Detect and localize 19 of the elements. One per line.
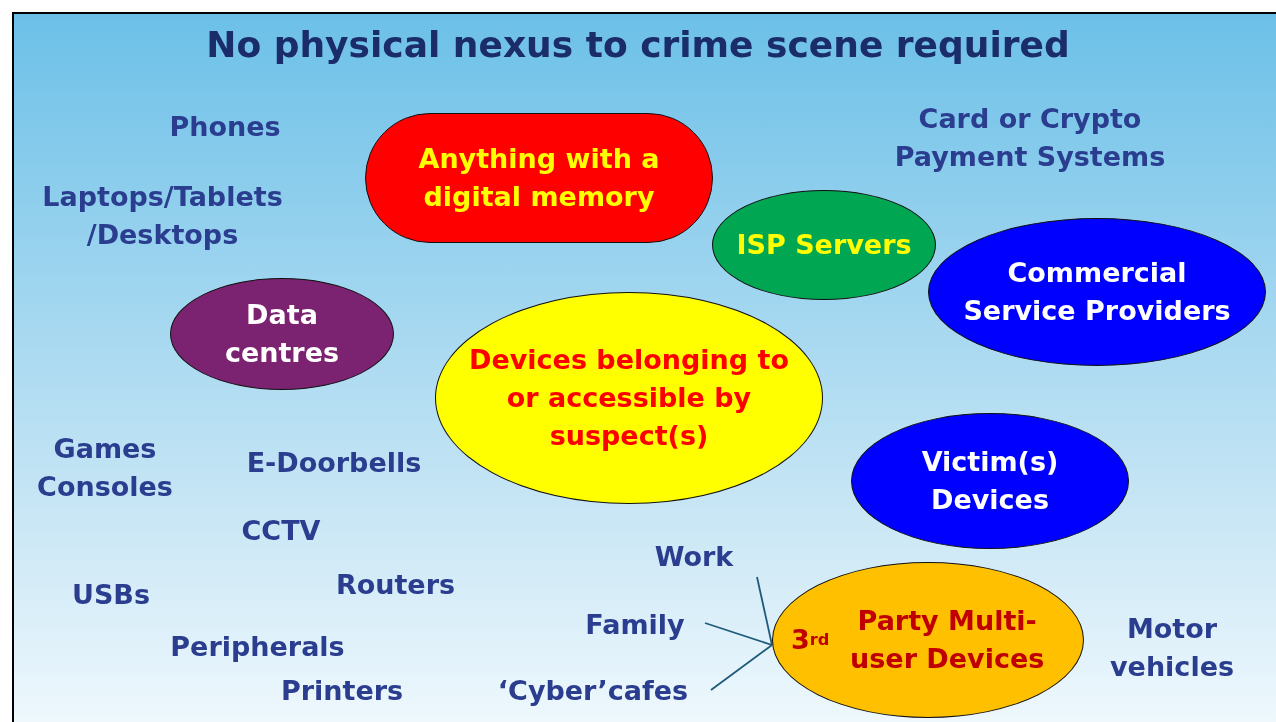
node-label: Family — [575, 606, 695, 644]
device-label: Phones — [168, 110, 282, 144]
device-label: Peripherals — [169, 630, 346, 664]
device-label: Laptops/Tablets /Desktops — [41, 180, 284, 252]
connector-line — [704, 622, 773, 646]
rounded-node: Anything with a digital memory — [365, 113, 713, 243]
node-label: Work — [646, 538, 742, 576]
device-label: Games Consoles — [36, 432, 174, 504]
device-label: CCTV — [240, 514, 322, 548]
device-label: Printers — [279, 674, 405, 708]
connector-line — [756, 576, 773, 646]
device-label: E-Doorbells — [245, 446, 423, 480]
device-label: Routers — [334, 568, 457, 602]
connector-line — [710, 644, 773, 691]
device-label: USBs — [71, 578, 151, 612]
slide-title: No physical nexus to crime scene required — [205, 24, 1071, 65]
device-label: Card or Crypto Payment Systems — [893, 102, 1167, 174]
device-label: Motor vehicles — [1109, 612, 1235, 684]
node-label: ‘Cyber’cafes — [481, 672, 705, 710]
